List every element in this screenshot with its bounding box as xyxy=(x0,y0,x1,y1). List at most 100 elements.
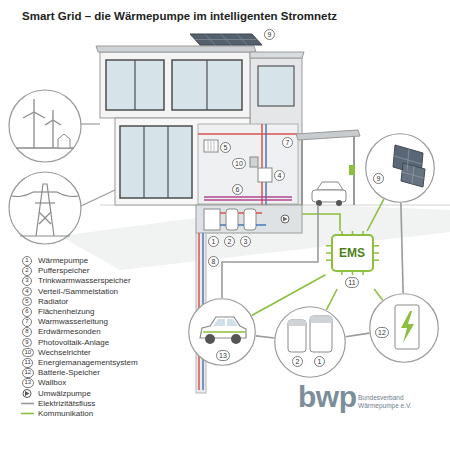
node-outline-part-part xyxy=(310,316,332,323)
node-outline xyxy=(274,306,346,378)
power-grid-circle-part xyxy=(12,184,78,236)
label-holder: 9 xyxy=(22,338,32,348)
callout-number: 4 xyxy=(274,170,285,181)
node-outline-part xyxy=(332,235,373,271)
wind-power-circle-part-part xyxy=(33,112,34,148)
carport-part xyxy=(301,140,303,205)
legend-row: Elektrizitätsfluss xyxy=(20,399,170,408)
legend-text-holder: Batterie-Speicher xyxy=(38,368,100,377)
electricity-line xyxy=(256,336,274,338)
callout-number: 11 xyxy=(345,277,358,288)
house-part xyxy=(250,157,258,167)
legend-number: 7 xyxy=(22,317,32,327)
text-holder: 11 xyxy=(345,277,358,288)
node-outline-part xyxy=(366,134,435,203)
callout-number: 1 xyxy=(208,236,219,247)
callout-number: 3 xyxy=(240,236,251,247)
house-part xyxy=(265,124,267,205)
house-part-part xyxy=(211,141,212,151)
house-part-part xyxy=(208,141,209,151)
legend-row: Umwälzpumpe xyxy=(20,389,170,398)
legend-number: 5 xyxy=(22,297,32,307)
legend-row: Batterie-Speicher xyxy=(20,368,170,377)
communication-line xyxy=(326,289,337,310)
legend-text-holder: Wallbox xyxy=(38,378,66,387)
legend-text: Elektrizitätsfluss xyxy=(38,399,95,408)
node-outline-part-part xyxy=(205,334,215,344)
wind-power-circle-part xyxy=(58,134,70,148)
label-holder: 7 xyxy=(22,317,32,327)
label-holder: 3 xyxy=(22,276,32,286)
node-outline-part-part xyxy=(203,331,245,333)
label-holder: 11 xyxy=(22,358,33,368)
power-grid-circle-part-part xyxy=(35,202,55,203)
label-holder: 10 xyxy=(22,348,34,358)
legend-text-holder: Elektrizitätsfluss xyxy=(38,399,95,408)
label-holder: 9 xyxy=(264,29,275,40)
legend-sample-part xyxy=(21,413,34,415)
legend-row: Warmwasserleitung xyxy=(20,317,170,326)
legend-text-holder: Wechselrichter xyxy=(38,348,91,357)
label-holder: 6 xyxy=(232,184,243,195)
label-holder: 4 xyxy=(274,170,285,181)
legend-text: Trinkwarmwasserspeicher xyxy=(38,276,131,285)
storage-circle: 21 xyxy=(274,306,346,378)
supply-wire-part xyxy=(81,123,100,124)
electricity-line xyxy=(346,333,370,337)
node-outline-part xyxy=(288,316,332,352)
legend-text: Wallbox xyxy=(38,378,66,387)
wind-power-circle-part-part xyxy=(34,112,45,118)
callout-number: 10 xyxy=(232,158,246,169)
ground-part xyxy=(60,204,450,270)
carport-part xyxy=(296,130,360,140)
legend-number: 6 xyxy=(22,307,32,317)
node-outline-part-part xyxy=(288,320,306,352)
ems-label: EMS xyxy=(339,246,365,260)
pv-circle: 9 xyxy=(365,133,435,203)
legend-text: Radiator xyxy=(38,297,68,306)
power-grid-circle-part-part xyxy=(12,192,33,197)
communication-line xyxy=(374,289,383,300)
wind-power-circle-part xyxy=(9,90,81,162)
ems-box: EMS 11 xyxy=(326,231,379,289)
legend-row: Photovoltaik-Anlage xyxy=(20,338,170,347)
house-wire xyxy=(222,205,340,298)
house-part xyxy=(261,124,263,205)
node-outline-part-part xyxy=(200,317,246,338)
legend-text: Erdwärmesonden xyxy=(38,327,101,336)
house-part xyxy=(258,168,272,182)
carport-part xyxy=(349,165,355,175)
house-part xyxy=(195,34,257,45)
label-holder: 8 xyxy=(208,256,219,267)
legend-sample xyxy=(21,409,35,418)
power-grid-circle-part xyxy=(9,172,81,244)
house-part xyxy=(190,34,262,45)
text-holder: 1 xyxy=(314,356,325,367)
legend-row: Radiator xyxy=(20,297,170,306)
legend-number: 10 xyxy=(22,348,34,358)
legend-row: Verteil-/Sammelstation xyxy=(20,287,170,296)
legend-text-holder: Energiemanagementsystem xyxy=(38,358,138,367)
house-part xyxy=(120,126,192,198)
node-outline-part-part xyxy=(231,334,241,344)
label-holder: 2 xyxy=(22,266,32,276)
house-part xyxy=(198,124,298,204)
legend-row: Wärmepumpe xyxy=(20,256,170,265)
label-holder: 5 xyxy=(22,297,32,307)
legend-sample-part xyxy=(21,402,34,404)
legend-text: Verteil-/Sammelstation xyxy=(38,287,118,296)
house-wire-part xyxy=(302,214,340,231)
callout-number: 5 xyxy=(220,142,231,153)
communication-line xyxy=(367,199,384,231)
legend-text-holder: Umwälzpumpe xyxy=(38,389,91,398)
legend-text-holder: Wärmepumpe xyxy=(38,256,88,265)
legend-row: Wallbox xyxy=(20,378,170,387)
house-part xyxy=(106,60,164,110)
legend-text-holder: Warmwasserleitung xyxy=(38,317,108,326)
callout-number: 1 xyxy=(314,356,325,367)
legend-row: Trinkwarmwasserspeicher xyxy=(20,276,170,285)
node-outline xyxy=(365,133,435,203)
house xyxy=(96,34,304,233)
legend-text: Warmwasserleitung xyxy=(38,317,108,326)
text-holder: 13 xyxy=(216,350,230,361)
